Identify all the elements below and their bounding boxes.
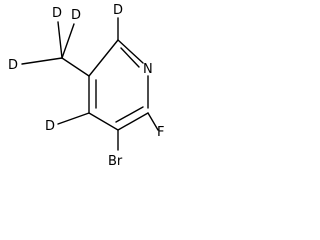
atom-label-fluorine: F	[157, 125, 164, 140]
atom-label-bromine: Br	[108, 154, 123, 169]
double-bond-inner-bottom	[115, 106, 144, 123]
atom-label-deuterium: D	[113, 3, 123, 18]
atom-label-nitrogen: N	[143, 62, 153, 77]
bond-c2-c3	[117, 39, 144, 64]
double-bond-inner-right	[120, 47, 140, 68]
bond-n-c6	[117, 112, 149, 131]
atom-label-deuterium: D	[71, 8, 81, 23]
bond-methyl-d-left	[21, 57, 63, 65]
bond-c5-d	[57, 112, 90, 125]
atom-label-deuterium: D	[52, 6, 62, 21]
bond-c6-c5	[88, 112, 119, 131]
bond-methyl-d-right	[61, 23, 75, 59]
atom-label-deuterium: D	[45, 119, 55, 134]
atom-label-deuterium: D	[8, 58, 18, 73]
bond-c4-methyl	[61, 57, 90, 77]
bond-methyl-d-top	[57, 21, 63, 59]
bond-c4-c2	[88, 39, 119, 77]
molecule-structure: D D D D N D F Br	[8, 3, 164, 169]
bond-c6-f	[147, 112, 159, 131]
